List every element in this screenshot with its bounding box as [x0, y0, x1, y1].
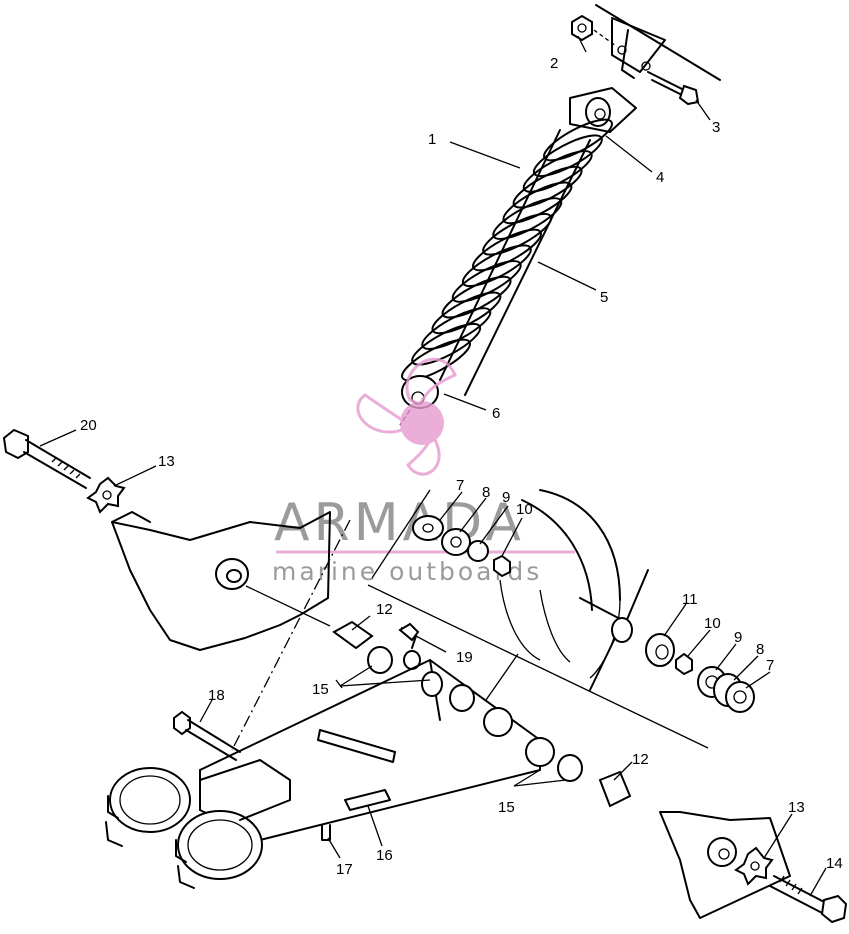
callout-18: 18: [208, 687, 225, 704]
grease-fitting: [398, 622, 420, 642]
callout-1: 1: [428, 131, 436, 148]
upper-bushing: [569, 87, 637, 133]
callout-7-center: 7: [456, 477, 464, 494]
callout-9-center: 9: [502, 489, 510, 506]
left-frame-plate: [111, 511, 331, 651]
callout-13-right: 13: [788, 799, 805, 816]
callout-2: 2: [550, 55, 558, 72]
callout-4: 4: [656, 169, 664, 186]
propeller-logo-icon: [356, 357, 457, 476]
callout-8-center: 8: [482, 484, 490, 501]
star-washer-right: [734, 846, 774, 886]
spring-coil: [401, 338, 471, 382]
center-washer-stack: [412, 515, 511, 578]
long-bolt-left: [2, 428, 91, 489]
long-bolt-right: [769, 875, 848, 924]
callout-15-right: 15: [498, 799, 515, 816]
upper-bolt: [647, 71, 700, 106]
callout-11: 11: [682, 591, 698, 608]
star-washer-left: [86, 476, 126, 514]
side-bolt: [173, 710, 241, 761]
callout-7-right: 7: [766, 657, 774, 674]
wheel-hub: [579, 569, 755, 713]
callout-12-right: 12: [632, 751, 649, 768]
callout-9-right: 9: [734, 629, 742, 646]
callout-13-left: 13: [158, 453, 175, 470]
leader-lines: [39, 35, 827, 897]
upper-nut: [571, 14, 617, 47]
callout-17: 17: [336, 861, 353, 878]
callout-14: 14: [826, 855, 843, 872]
callout-19: 19: [456, 649, 473, 666]
ski-clamps: [105, 759, 291, 889]
right-frame-plate: [659, 811, 791, 919]
shock-absorber: [399, 118, 613, 426]
callout-15-left: 15: [312, 681, 329, 698]
callout-labels: 1 2 3 4 5 6 7 8 9 10 11 10 9 8 7 12 19 1…: [80, 55, 843, 878]
callout-5: 5: [600, 289, 608, 306]
watermark-brand: ARMADA: [274, 493, 525, 553]
callout-10-center: 10: [516, 501, 533, 518]
callout-6: 6: [492, 405, 500, 422]
callout-10-right: 10: [704, 615, 721, 632]
tire-section: [499, 489, 621, 679]
callout-3: 3: [712, 119, 720, 136]
coil-spring: [401, 118, 613, 382]
swing-arm: [199, 659, 632, 841]
callout-12-left: 12: [376, 601, 393, 618]
frame-bracket: [595, 4, 721, 81]
callout-16: 16: [376, 847, 393, 864]
callout-20: 20: [80, 417, 97, 434]
callout-8-right: 8: [756, 641, 764, 658]
